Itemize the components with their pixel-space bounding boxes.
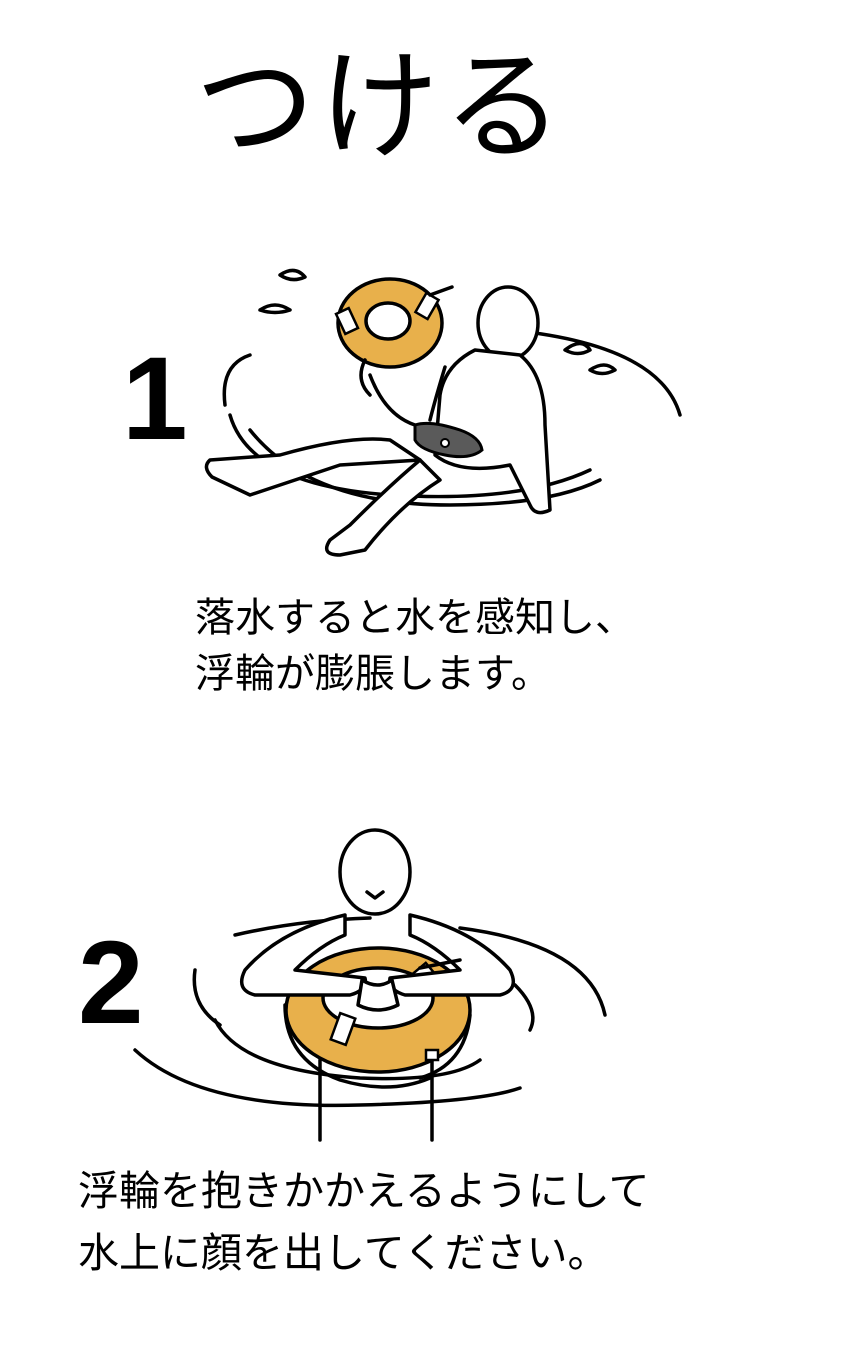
step-1-caption: 落水すると水を感知し、 浮輪が膨脹します。 (195, 590, 635, 702)
step-1-number: 1 (122, 333, 188, 465)
step-2-illustration (120, 820, 620, 1150)
page-title: つける (195, 38, 567, 177)
step-2-caption: 浮輪を抱きかかえるようにして 水上に顔を出してください。 (78, 1160, 650, 1284)
step-1-caption-line-1: 落水すると水を感知し、 (195, 595, 635, 641)
step-2-caption-line-2: 水上に顔を出してください。 (78, 1229, 609, 1277)
step-2-number: 2 (78, 917, 144, 1049)
step-1-caption-line-2: 浮輪が膨脹します。 (195, 651, 551, 697)
step-1-illustration (190, 255, 690, 575)
step-2-caption-line-1: 浮輪を抱きかかえるようにして (78, 1167, 650, 1215)
